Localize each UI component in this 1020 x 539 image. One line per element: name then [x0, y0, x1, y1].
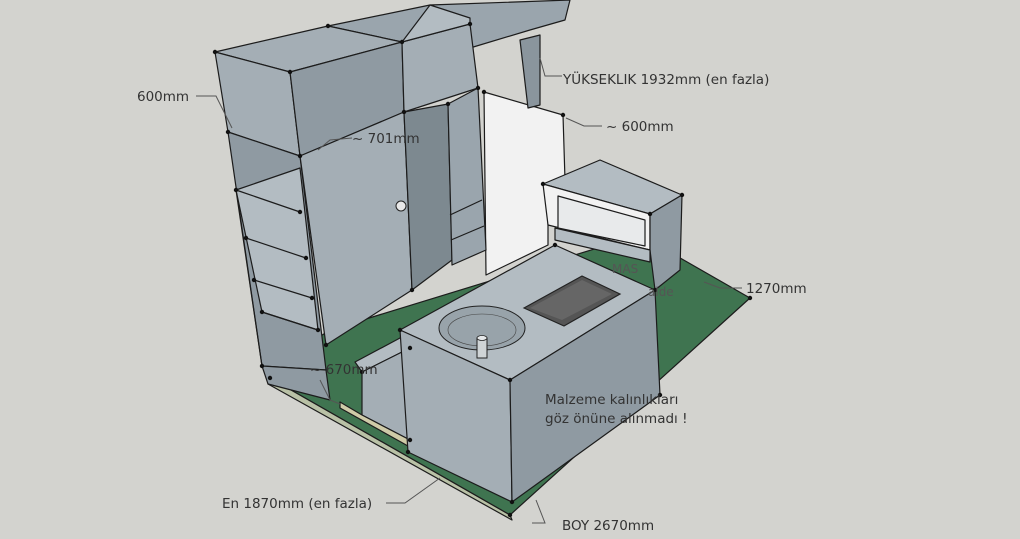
door-knob-icon [395, 200, 407, 212]
back-cabinet-side [649, 194, 683, 291]
leader-width [386, 477, 441, 504]
upper-cabinet-far-top [401, 4, 471, 43]
leader-670 [319, 379, 341, 405]
partial-label-mas: MAS [612, 262, 638, 276]
width-label: En 1870mm (en fazla) [222, 496, 372, 512]
bench-gap-label: ~ 670mm [310, 362, 378, 378]
roof-duct-support [519, 34, 541, 109]
height-label: YÜKSEKLIK 1932mm (en fazla) [562, 70, 769, 88]
partial-label-alde: alde [648, 285, 674, 299]
note-line-1: Malzeme kalınlıkları [545, 392, 678, 408]
vertex-markers [212, 21, 753, 518]
leader-height [539, 57, 562, 77]
leader-1270 [703, 281, 742, 289]
far-shelf-block [447, 87, 487, 266]
leader-600-top [196, 95, 233, 129]
faucet-icon [476, 337, 488, 359]
back-cabinet-opening [557, 195, 646, 247]
length-side-label: 1270mm [746, 281, 807, 297]
wall-width-label: ~ 600mm [606, 119, 674, 135]
leader-600-wall [565, 117, 602, 127]
length-label: BOY 2670mm [562, 518, 654, 534]
cabinet-depth-label: ~ 701mm [352, 131, 420, 147]
back-cabinet-shelf [554, 227, 651, 263]
cabinet-top-width-label: 600mm [137, 89, 189, 105]
leader-701 [317, 137, 353, 151]
leader-length [532, 499, 546, 524]
note-line-2: göz önüne alınmadı ! [545, 411, 688, 427]
